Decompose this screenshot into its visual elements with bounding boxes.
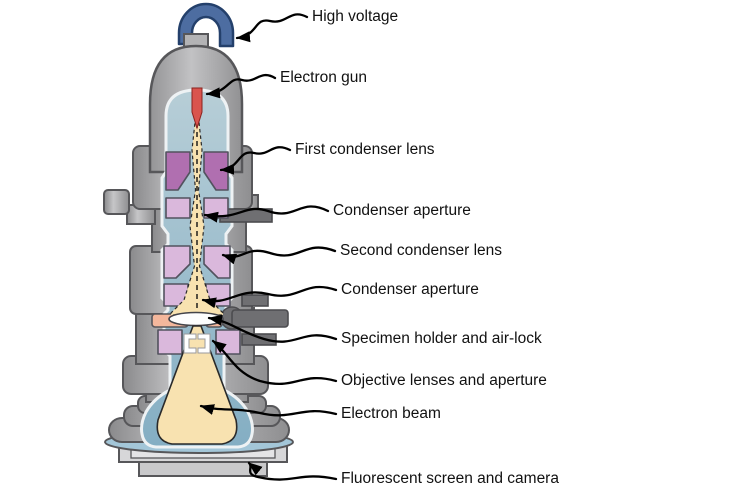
leader-condenser-aperture-1 <box>203 205 330 223</box>
leader-second-condenser <box>221 246 337 265</box>
leader-electron-beam <box>199 404 338 417</box>
first-condenser-lens-left <box>165 151 191 191</box>
objective-aperture-brackets <box>183 333 211 354</box>
label-high-voltage: High voltage <box>312 8 398 25</box>
electron-beam-upper <box>170 103 224 316</box>
aperture-bracket-left <box>183 333 197 354</box>
label-electron-gun: Electron gun <box>280 69 367 86</box>
upper-specimen-rod <box>241 294 269 307</box>
leader-high-voltage <box>235 13 309 43</box>
leader-lines <box>199 13 338 481</box>
left-knob <box>103 189 130 215</box>
electron-beam-cone <box>156 325 238 445</box>
leader-fluorescent-screen <box>247 461 338 481</box>
leader-condenser-aperture-2 <box>201 285 338 309</box>
leader-specimen-holder <box>207 314 338 343</box>
label-electron-beam: Electron beam <box>341 405 441 422</box>
objective-lens-left <box>157 329 183 355</box>
label-first-condenser: First condenser lens <box>295 141 435 158</box>
second-condenser-lens-left <box>163 245 191 279</box>
leader-first-condenser <box>219 146 292 175</box>
condenser-aperture-block-left <box>165 197 191 219</box>
label-objective-lenses: Objective lenses and aperture <box>341 372 547 389</box>
label-second-condenser: Second condenser lens <box>340 242 502 259</box>
objective-lens-right <box>215 329 241 355</box>
electron-gun-filament <box>191 87 203 130</box>
leader-electron-gun <box>205 73 277 99</box>
label-fluorescent-screen: Fluorescent screen and camera <box>341 470 559 487</box>
label-condenser-aperture-1: Condenser aperture <box>333 202 471 219</box>
high-voltage-cable <box>177 2 235 48</box>
labels: High voltage Electron gun First condense… <box>280 8 559 487</box>
specimen-holder-rod <box>231 309 289 328</box>
label-specimen-holder: Specimen holder and air-lock <box>341 330 542 347</box>
first-condenser-lens-right <box>203 151 229 191</box>
airlock-rods <box>219 208 289 346</box>
leader-objective-lenses <box>211 339 338 386</box>
lower-airlock-rod <box>241 333 277 346</box>
label-condenser-aperture-2: Condenser aperture <box>341 281 479 298</box>
aperture-bracket-right <box>197 333 211 354</box>
